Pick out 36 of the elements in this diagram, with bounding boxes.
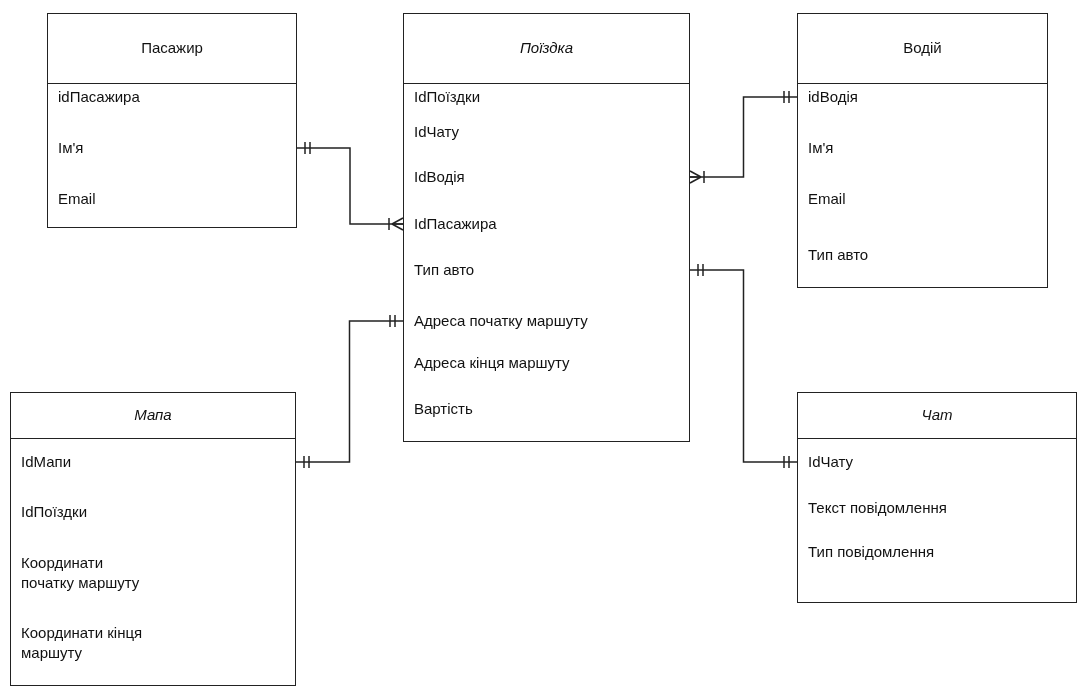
attribute-field: IdМапи (11, 437, 294, 487)
attribute-field: idВодія (798, 82, 1046, 112)
attribute-field: IdЧату (404, 117, 688, 147)
attribute-field: Адреса початку маршуту (404, 306, 688, 336)
entity-title: Мапа (133, 406, 173, 424)
attribute-field: Текст повідомлення (798, 493, 1075, 523)
entity-table (10, 392, 296, 686)
entity-title: Водій (902, 39, 943, 57)
relationship-line (295, 314, 404, 469)
relationship-line (689, 90, 798, 184)
relationship-line (689, 263, 798, 469)
entity-table (403, 13, 690, 442)
relationship-line (296, 141, 404, 231)
attribute-field: idПасажира (48, 82, 295, 112)
attribute-field: Координати кінця маршуту (11, 618, 294, 668)
attribute-field: Email (798, 184, 1046, 214)
attribute-field: IdПасажира (404, 209, 688, 239)
attribute-field: Email (48, 184, 295, 214)
entity-table (797, 392, 1077, 603)
attribute-field: Вартість (404, 394, 688, 424)
attribute-field: Адреса кінця маршуту (404, 348, 688, 378)
attribute-field: IdПоїздки (11, 487, 294, 537)
attribute-field: Тип авто (404, 255, 688, 285)
entity-table (47, 13, 297, 228)
attribute-field: IdЧату (798, 447, 1075, 477)
attribute-field: Тип повідомлення (798, 537, 1075, 567)
entity-table (797, 13, 1048, 288)
attribute-field: Ім'я (798, 133, 1046, 163)
attribute-field: Ім'я (48, 133, 295, 163)
entity-title: Поїздка (518, 39, 575, 57)
attribute-field: Координати початку маршуту (11, 548, 294, 598)
attribute-field: Тип авто (798, 240, 1046, 270)
entity-title: Пасажир (140, 39, 204, 57)
entity-title: Чат (920, 406, 954, 424)
attribute-field: IdПоїздки (404, 82, 688, 112)
attribute-field: IdВодія (404, 162, 688, 192)
